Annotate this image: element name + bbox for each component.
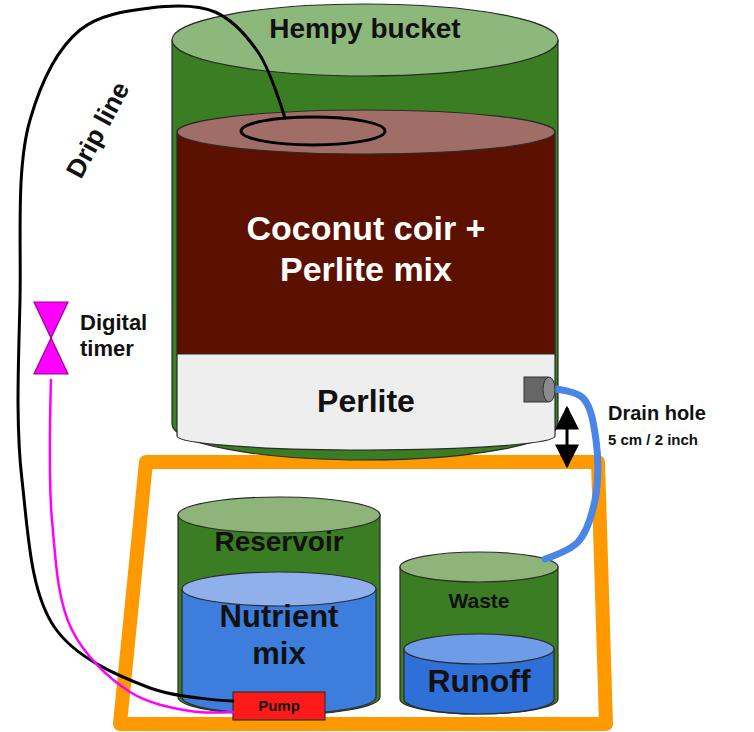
cylinder-top — [400, 552, 558, 582]
pump-box: Pump — [233, 692, 325, 720]
node-label: Waste — [404, 588, 554, 613]
dimension-arrow — [566, 408, 569, 466]
callout-label: Drain hole — [608, 402, 706, 425]
node-label: Digital timer — [80, 310, 172, 363]
bucket-cylinder: Coconut coir + Perlite mixPerlite Hempy b… — [172, 4, 558, 460]
nutrient-layer: PumpNutrient mix — [182, 572, 376, 714]
node-label: Pump — [235, 692, 323, 720]
cylinder-body — [404, 649, 554, 714]
cylinder-top — [404, 634, 554, 664]
cylinder-body — [400, 567, 558, 714]
drain-hole-face — [543, 377, 555, 402]
drain-tube — [545, 389, 598, 559]
node-label: Reservoir — [184, 525, 374, 559]
cylinder-body — [182, 589, 376, 714]
cylinder-body — [172, 40, 558, 460]
callout-label: 5 cm / 2 inch — [608, 431, 698, 448]
coir-layer: Coconut coir + Perlite mix — [177, 110, 555, 356]
timer-upper — [34, 302, 68, 338]
cylinder-body — [177, 132, 555, 356]
drain-hole — [524, 377, 548, 402]
node-label: Hempy bucket — [185, 12, 545, 46]
drip-ring — [241, 117, 385, 145]
cylinder-body — [177, 354, 555, 450]
timer-wire — [50, 380, 233, 712]
cylinder-top — [172, 4, 558, 76]
timer-lower — [34, 338, 68, 374]
runoff-layer: Runoff — [404, 634, 554, 714]
pump-body — [233, 692, 325, 720]
node-label: Perlite — [216, 382, 516, 420]
perlite-layer: Perlite — [177, 354, 555, 450]
node-label: Runoff — [406, 662, 552, 700]
tray — [120, 462, 606, 724]
waste-cylinder: Runoff Waste — [400, 552, 558, 714]
cylinder-body — [178, 515, 380, 715]
node-label: Nutrient mix — [194, 598, 364, 672]
reservoir-cylinder: PumpNutrient mix Reservoir — [178, 497, 380, 715]
drip-line — [18, 6, 285, 701]
timer-symbol: Digital timer — [28, 298, 180, 380]
cylinder-top — [177, 110, 555, 154]
node-label: Coconut coir + Perlite mix — [216, 208, 516, 290]
edge-label: Drip line — [58, 74, 137, 186]
